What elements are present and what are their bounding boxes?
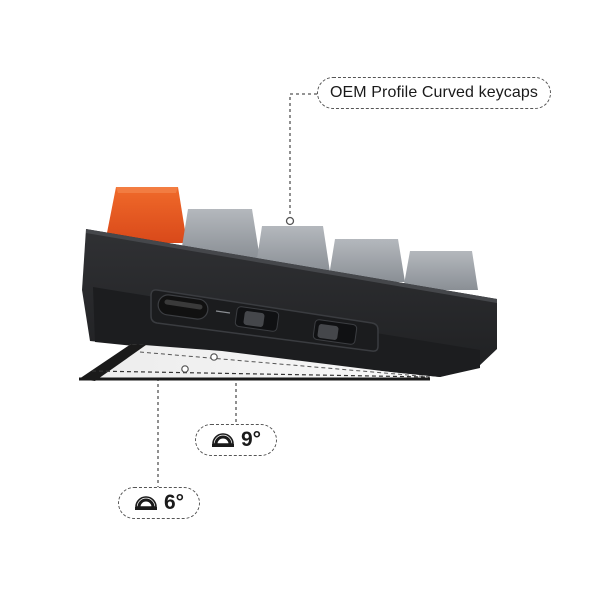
tilt-angle-icon — [134, 496, 157, 510]
usb-icon — [215, 310, 231, 314]
keycaps-callout-label: OEM Profile Curved keycaps — [329, 84, 538, 101]
angle-high-marker-dot — [210, 353, 218, 361]
keycap-orange — [105, 187, 187, 243]
tilt-angle-icon — [211, 433, 234, 447]
angle-low-leader-line — [157, 368, 185, 487]
angle-low-value: 6° — [163, 491, 185, 514]
keycap-gray — [255, 226, 330, 272]
angle-high-callout: 9° — [195, 424, 277, 456]
keycap-gray — [328, 239, 405, 282]
angle-low-callout: 6° — [118, 487, 200, 519]
keycap-row — [105, 187, 478, 290]
keycaps-marker-dot — [285, 216, 295, 226]
keycaps-leader-line — [289, 93, 317, 218]
angle-high-value: 9° — [240, 428, 262, 451]
keycap-gray — [403, 251, 478, 290]
tilt-stand — [79, 344, 432, 381]
keycap-gray — [180, 209, 260, 259]
angle-low-marker-dot — [181, 365, 189, 373]
ports-panel — [150, 289, 379, 352]
keycaps-callout: OEM Profile Curved keycaps — [317, 77, 551, 109]
